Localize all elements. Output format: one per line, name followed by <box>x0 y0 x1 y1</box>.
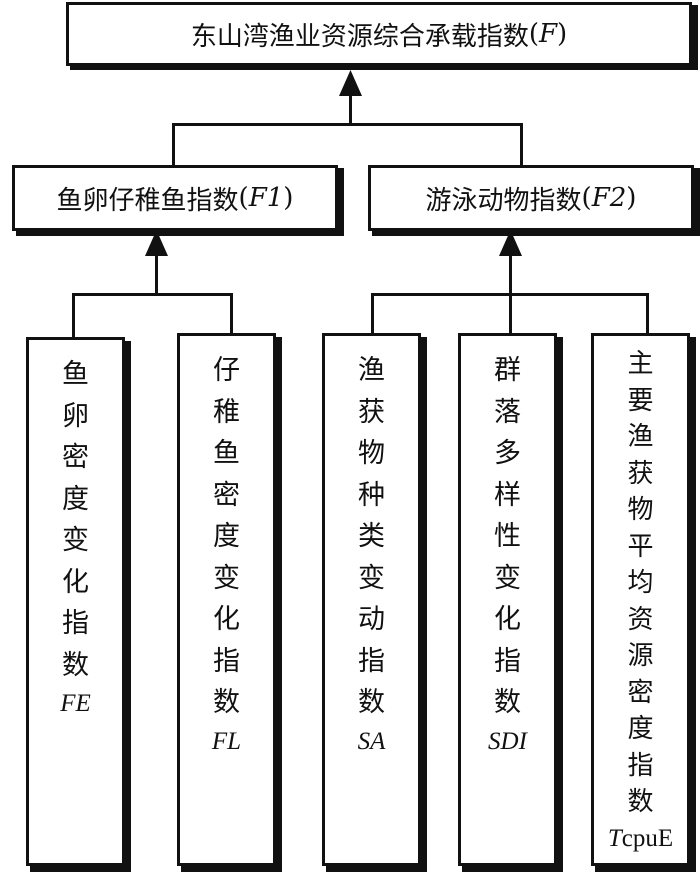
indicator5-char: 主 <box>627 349 654 379</box>
root-paren-open: ( <box>528 19 539 49</box>
indicator5-char: 获 <box>627 458 654 489</box>
indicator2-code: FL <box>211 727 242 755</box>
root-node: 东山湾渔业资源综合承载指数(F) <box>66 2 692 66</box>
indicator5-char: 均 <box>627 568 654 598</box>
indicator4-char: 性 <box>494 521 521 552</box>
indicator5-char: 物 <box>627 495 654 525</box>
indicator5-char: 度 <box>627 714 654 744</box>
indicator1-char: 密 <box>62 442 89 473</box>
indicator1-code: FE <box>60 690 91 717</box>
group-node-f2: 游泳动物指数(F2) <box>368 165 694 231</box>
group2-label: 游泳动物指数 <box>425 185 582 216</box>
indicator-node-tcpue: 主 要 渔 获 物 平 均 资 源 密 度 指 数 TcpuE <box>591 333 690 866</box>
arrow-to-root <box>339 70 362 96</box>
indicator5-char: 渔 <box>627 422 654 452</box>
indicator4-code: SDI <box>488 727 527 755</box>
group1-label: 鱼卵仔稚鱼指数 <box>56 185 239 216</box>
connector-left-stub-2 <box>230 293 233 333</box>
indicator3-char: 变 <box>358 562 385 594</box>
connector-right-stub-1 <box>371 293 374 333</box>
indicator2-char: 仔 <box>213 355 240 386</box>
connector-left-bracket <box>72 293 233 296</box>
indicator2-char: 数 <box>213 687 240 718</box>
group2-paren-close: ) <box>626 183 637 213</box>
root-symbol: F <box>538 19 558 49</box>
indicator3-char: 获 <box>358 396 385 428</box>
indicator5-char: 指 <box>627 750 654 781</box>
indicator2-char: 化 <box>213 604 240 635</box>
indicator5-char: 要 <box>627 385 654 416</box>
connector-group2-up <box>520 123 523 166</box>
arrow-to-group2 <box>499 230 522 256</box>
indicator1-char: 数 <box>62 649 89 681</box>
indicator4-char: 化 <box>494 604 521 635</box>
indicator4-char: 样 <box>494 479 521 511</box>
indicator2-char: 鱼 <box>213 438 240 469</box>
group-node-f1: 鱼卵仔稚鱼指数(F1) <box>12 165 338 231</box>
indicator2-char: 密 <box>213 479 240 511</box>
indicator5-char: 资 <box>627 604 654 635</box>
connector-group1-up <box>172 123 175 165</box>
indicator2-char: 变 <box>213 562 240 594</box>
indicator5-char: 平 <box>627 531 654 562</box>
indicator1-char: 变 <box>62 525 89 556</box>
indicator4-char: 指 <box>494 645 521 677</box>
indicator-node-sa: 渔 获 物 种 类 变 动 指 数 SA <box>322 333 421 866</box>
indicator4-char: 数 <box>494 687 521 718</box>
indicator5-char: 数 <box>627 787 654 817</box>
indicator-node-fl: 仔 稚 鱼 密 度 变 化 指 数 FL <box>177 333 276 866</box>
connector-left-stem <box>155 250 158 295</box>
connector-top-horizontal <box>172 123 523 126</box>
group1-paren-close: ) <box>283 183 294 213</box>
indicator1-char: 指 <box>62 608 89 639</box>
indicator3-char: 类 <box>358 521 385 552</box>
group1-symbol: F1 <box>248 183 284 213</box>
indicator5-code-rest: cpuE <box>621 824 674 852</box>
indicator4-char: 落 <box>494 396 521 428</box>
indicator2-char: 稚 <box>213 396 240 428</box>
connector-left-stub-1 <box>72 293 75 337</box>
arrow-to-group1 <box>145 230 168 256</box>
connector-right-stem <box>509 250 512 333</box>
indicator4-char: 多 <box>494 438 521 469</box>
indicator3-char: 渔 <box>358 355 385 386</box>
indicator5-code: TcpuE <box>608 821 673 857</box>
connector-root-stem <box>349 92 352 125</box>
group2-symbol: F2 <box>591 183 627 213</box>
indicator1-char: 卵 <box>62 400 89 432</box>
group1-paren-open: ( <box>238 183 249 213</box>
root-paren-close: ) <box>557 19 568 49</box>
connector-right-stub-3 <box>646 293 649 333</box>
indicator1-char: 化 <box>62 566 89 598</box>
indicator3-code: SA <box>357 727 386 755</box>
indicator3-char: 物 <box>358 438 385 469</box>
indicator-node-fe: 鱼 卵 密 度 变 化 指 数 FE <box>26 337 125 866</box>
indicator2-char: 指 <box>213 645 240 677</box>
indicator3-char: 动 <box>358 604 385 635</box>
indicator5-code-italic: T <box>607 824 622 852</box>
group2-paren-open: ( <box>581 183 592 213</box>
indicator3-char: 种 <box>358 479 385 511</box>
indicator5-char: 密 <box>627 677 654 708</box>
indicator4-char: 群 <box>494 355 521 386</box>
indicator-node-sdi: 群 落 多 样 性 变 化 指 数 SDI <box>458 333 557 866</box>
indicator5-char: 源 <box>627 641 654 671</box>
indicator1-char: 鱼 <box>62 359 89 390</box>
indicator4-char: 变 <box>494 562 521 594</box>
indicator3-char: 数 <box>358 687 385 718</box>
indicator3-char: 指 <box>358 645 385 677</box>
root-label: 东山湾渔业资源综合承载指数 <box>190 21 529 52</box>
indicator2-char: 度 <box>213 521 240 552</box>
indicator1-char: 度 <box>62 483 89 515</box>
